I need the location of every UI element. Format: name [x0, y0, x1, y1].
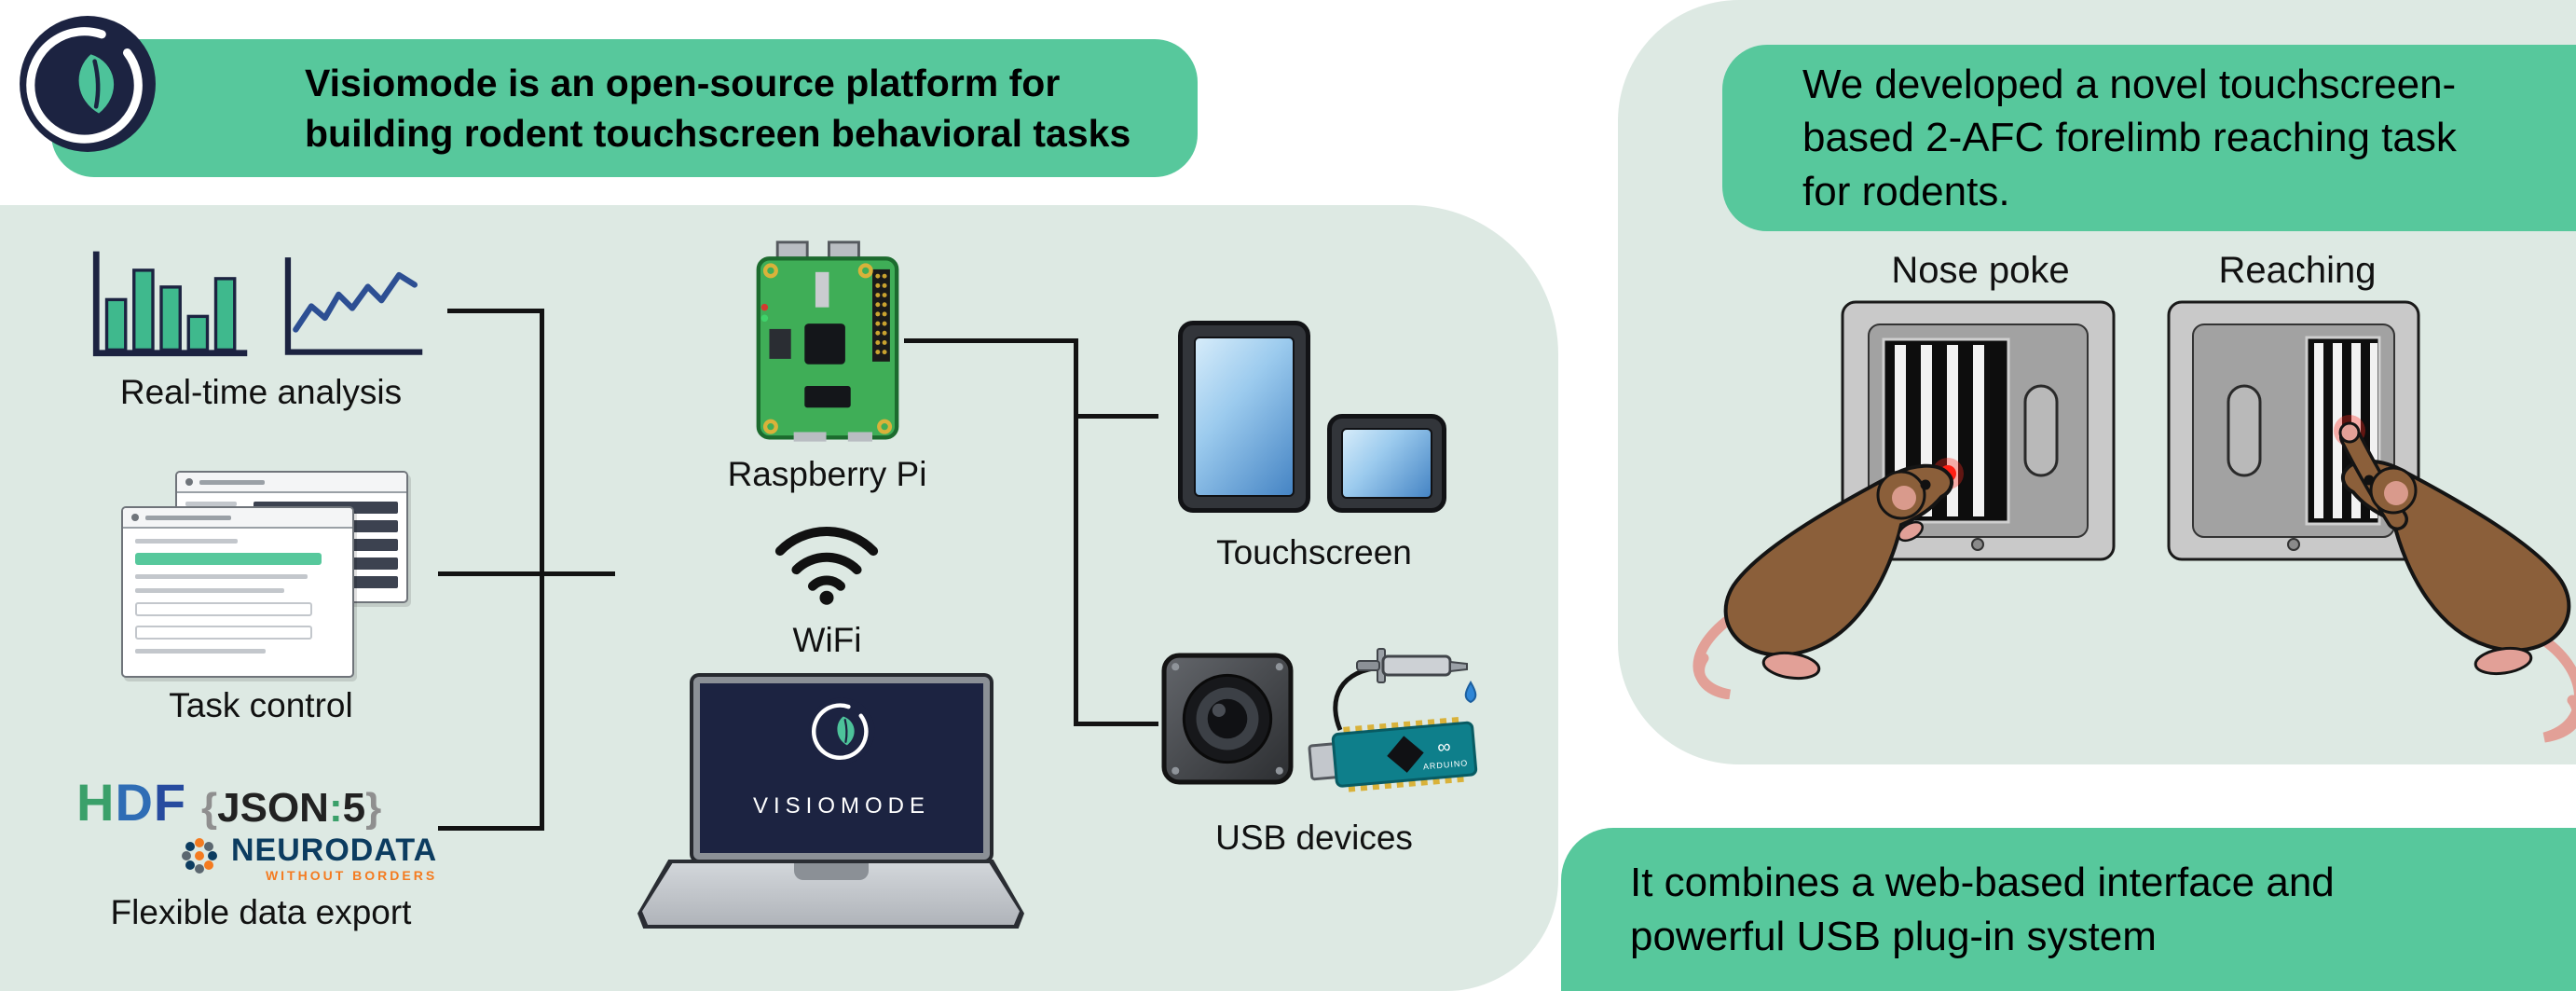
connector-line: [447, 309, 544, 313]
hdf-logo: HDF: [76, 773, 187, 832]
condition-label-reaching: Reaching: [2218, 250, 2377, 291]
title-banner: Visiomode is an open-source platform for…: [51, 39, 1198, 177]
connector-line: [1076, 414, 1158, 419]
connector-line: [904, 338, 1077, 343]
syringe-icon: [1356, 648, 1477, 704]
intro-line: We developed a novel touchscreen-: [1802, 62, 2457, 108]
tablet-screen: [1194, 337, 1295, 497]
green-button-bar: [135, 553, 322, 565]
feature-label-export: Flexible data export: [110, 893, 412, 931]
connector-line: [438, 826, 544, 831]
arduino-syringe-icon: ∞ ARDUINO: [1308, 648, 1478, 792]
peripheral-label-touchscreen: Touchscreen: [1216, 533, 1412, 571]
nwb-tagline: WITHOUT BORDERS: [265, 868, 438, 884]
small-touchscreen-icon: [1327, 414, 1446, 513]
visiomode-logo-icon: [20, 16, 156, 152]
infinity-logo: ∞: [1436, 736, 1451, 758]
feature-label-control: Task control: [169, 686, 353, 724]
line-chart-icon: [284, 257, 423, 355]
title-line: building rodent touchscreen behavioral t…: [305, 112, 1131, 155]
hub-label-pi: Raspberry Pi: [727, 455, 927, 493]
mouse-forepaw: [1897, 520, 1925, 543]
mouse-eye: [1920, 479, 1931, 490]
outro-line: It combines a web-based interface and: [1630, 860, 2335, 906]
nwb-logo: NEURODATA WITHOUT BORDERS: [177, 833, 437, 883]
wifi-icon: [774, 527, 879, 605]
intro-banner: We developed a novel touchscreen- based …: [1722, 45, 2576, 231]
mouse-tail: [1692, 602, 1753, 699]
laptop-icon: VISIOMODE: [637, 677, 1024, 947]
mouse-hindfoot: [2473, 646, 2533, 676]
mouse-forepaw: [2338, 421, 2361, 444]
nwb-wordmark: NEURODATA: [231, 833, 438, 868]
title-line: Visiomode is an open-source platform for: [305, 61, 1061, 104]
mouse-eye: [2364, 475, 2375, 486]
reward-slot: [2023, 384, 2059, 477]
raspberry-pi-icon: [756, 241, 899, 442]
touch-chamber-reaching: [2167, 300, 2420, 561]
chamber-screw: [1971, 538, 1984, 551]
laptop-trackpad: [794, 863, 869, 880]
window-titlebar: [123, 508, 352, 529]
task-control-screenshots: [121, 471, 412, 681]
connector-line: [438, 571, 615, 576]
intro-line: based 2-AFC forelimb reaching task: [1802, 115, 2457, 161]
reward-slot: [2227, 384, 2262, 477]
connector-line: [1074, 338, 1078, 726]
arduino-board-icon: ∞ ARDUINO: [1308, 717, 1478, 792]
arduino-brand-text: ARDUINO: [1423, 758, 1469, 771]
outro-banner: It combines a web-based interface and po…: [1561, 828, 2576, 991]
mouse-reaching-illustration: [2338, 421, 2576, 743]
visiomode-logo-icon: [808, 697, 875, 764]
laptop-screen: VISIOMODE: [693, 677, 990, 860]
nwb-logo-icon: [182, 838, 217, 874]
speaker-icon: [1161, 653, 1294, 785]
intro-line: for rodents.: [1802, 168, 2010, 214]
small-touchscreen-screen: [1341, 428, 1432, 499]
mouse-nose-poke-illustration: [1692, 463, 1954, 699]
tablet-icon: [1178, 321, 1310, 513]
window-titlebar: [177, 473, 406, 493]
chamber-screw: [2287, 538, 2300, 551]
hub-label-wifi: WiFi: [792, 621, 862, 659]
laptop-brand-text: VISIOMODE: [752, 793, 931, 819]
window-screenshot-front: [121, 506, 354, 678]
bar-chart-icon: [92, 251, 248, 357]
mouse-hindfoot: [1761, 651, 1821, 681]
json5-logo: {JSON:5}: [201, 785, 382, 831]
peripheral-label-usb: USB devices: [1215, 819, 1413, 857]
outro-line: powerful USB plug-in system: [1630, 913, 2157, 959]
connector-line: [1076, 722, 1158, 726]
mouse-tail: [2539, 635, 2576, 743]
connector-line: [540, 309, 544, 831]
usb-cable: [1333, 665, 1384, 731]
condition-label-nose-poke: Nose poke: [1891, 250, 2070, 291]
water-drop-icon: [1464, 681, 1477, 704]
feature-label-analysis: Real-time analysis: [119, 373, 403, 411]
